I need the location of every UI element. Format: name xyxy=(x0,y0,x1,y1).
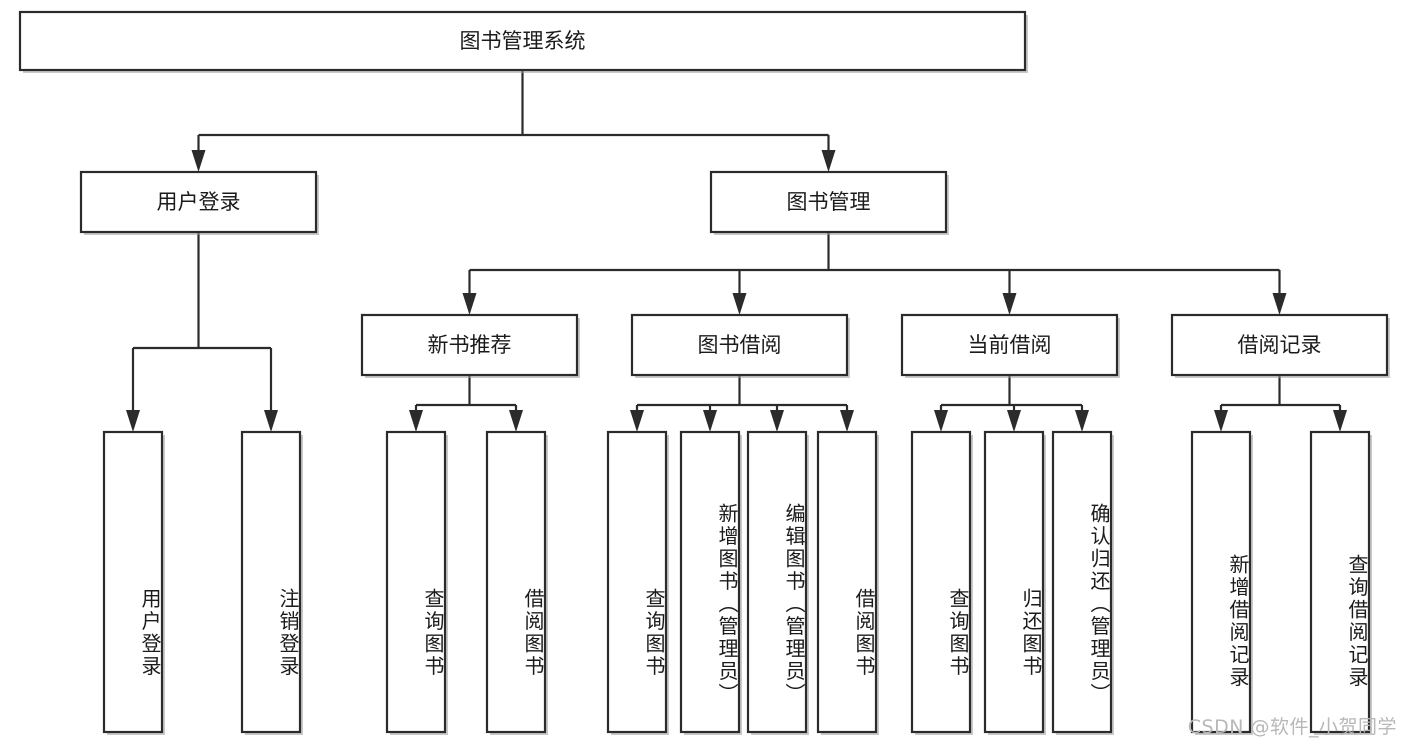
arrow-level3-0 xyxy=(462,293,477,315)
level3-label-2: 当前借阅 xyxy=(968,333,1052,357)
level3-box-0[interactable] xyxy=(360,313,579,377)
level3-label-0: 新书推荐 xyxy=(428,333,512,357)
root-box[interactable] xyxy=(18,10,1027,72)
leaf-box-0[interactable] xyxy=(102,430,164,734)
boxes-layer xyxy=(18,10,1390,735)
watermark-text: CSDN @软件_小贺同学 xyxy=(1187,716,1397,738)
leaf-box-11[interactable] xyxy=(1190,430,1252,734)
leaf-box-9[interactable] xyxy=(983,430,1045,734)
arrow-leaf-8 xyxy=(934,410,948,432)
arrow-level3-2 xyxy=(1002,293,1017,315)
level3-box-3[interactable] xyxy=(1170,313,1389,377)
leaf-box-2[interactable] xyxy=(385,430,447,734)
leaf-box-7[interactable] xyxy=(816,430,878,734)
arrow-leaf-12 xyxy=(1333,410,1347,432)
level2-box-1[interactable] xyxy=(709,170,948,234)
leaf-box-4[interactable] xyxy=(606,430,668,734)
arrow-leaf-9 xyxy=(1007,410,1021,432)
leaf-box-6[interactable] xyxy=(746,430,808,734)
leaf-box-3[interactable] xyxy=(485,430,547,734)
level3-label-3: 借阅记录 xyxy=(1238,333,1322,357)
leaf-box-8[interactable] xyxy=(910,430,972,734)
arrow-leaf-2 xyxy=(409,410,423,432)
arrow-leaf-0 xyxy=(126,410,140,432)
arrow-leaf-7 xyxy=(840,410,854,432)
arrow-level3-3 xyxy=(1272,293,1287,315)
level3-label-1: 图书借阅 xyxy=(698,333,782,357)
arrow-level2-1 xyxy=(821,150,836,172)
arrow-leaf-11 xyxy=(1214,410,1228,432)
connectors-layer xyxy=(126,70,1347,432)
arrow-leaf-10 xyxy=(1075,410,1089,432)
arrow-leaf-4 xyxy=(630,410,644,432)
root-label: 图书管理系统 xyxy=(460,29,586,53)
level2-label-1: 图书管理 xyxy=(787,190,871,214)
leaf-box-1[interactable] xyxy=(240,430,302,734)
arrow-leaf-3 xyxy=(509,410,523,432)
level3-box-1[interactable] xyxy=(630,313,849,377)
level2-label-0: 用户登录 xyxy=(157,190,241,214)
arrow-leaf-1 xyxy=(264,410,278,432)
leaf-box-5[interactable] xyxy=(679,430,741,734)
leaf-box-12[interactable] xyxy=(1309,430,1371,734)
arrow-leaf-6 xyxy=(770,410,784,432)
level3-box-2[interactable] xyxy=(900,313,1119,377)
arrow-leaf-5 xyxy=(703,410,717,432)
level2-box-0[interactable] xyxy=(79,170,318,234)
arrow-level3-1 xyxy=(732,293,747,315)
arrow-level2-0 xyxy=(191,150,206,172)
leaf-box-10[interactable] xyxy=(1051,430,1113,734)
